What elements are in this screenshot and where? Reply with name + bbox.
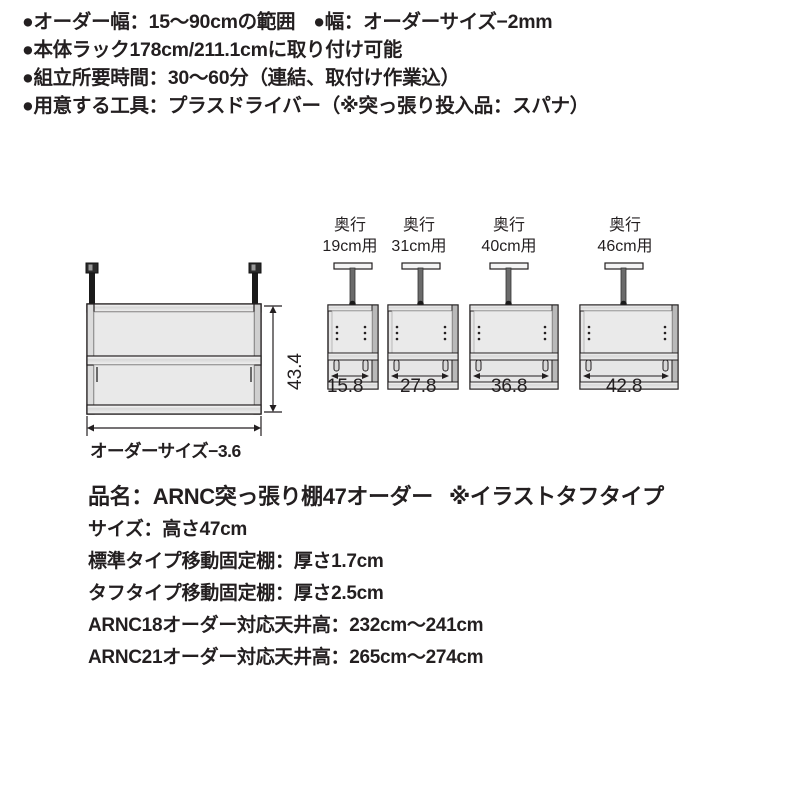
tension-pole-right [248,262,262,306]
depth-label-1-line2: 19cm用 [322,238,378,255]
description-line-size: サイズ：高さ47cm [88,519,248,540]
product-name: 品名：ARNC突っ張り棚47オーダー [88,484,433,509]
ceiling-brace-3 [489,262,529,308]
side-view-2-inner-value: 27.8 [400,376,437,397]
spec-bullet-list: ●オーダー幅：15〜90cmの範囲●幅：オーダーサイズ−2mm ●本体ラック17… [22,8,782,120]
depth-label-1: 奥行 19cm用 [305,215,395,257]
front-view-width-dimension [86,416,262,436]
spec-text: 本体ラック178cm/211.1cmに取り付け可能 [33,39,403,61]
side-view-drawing-1 [327,262,379,390]
description-line-arnc21: ARNC21オーダー対応天井高：265cm〜274cm [88,647,484,668]
description-line-arnc18: ARNC18オーダー対応天井高：232cm〜241cm [88,615,484,636]
depth-label-3: 奥行 40cm用 [464,215,554,257]
depth-label-2-line1: 奥行 [402,217,435,234]
side-view-4-inner-value: 42.8 [606,376,643,397]
product-description: 品名：ARNC突っ張り棚47オーダー※イラストタフタイプ サイズ：高さ47cm … [88,480,788,674]
side-view-drawing-2 [387,262,459,390]
ceiling-brace-2 [401,262,441,308]
product-note: ※イラストタフタイプ [448,484,664,509]
spec-bullet-row: ●本体ラック178cm/211.1cmに取り付け可能 [22,36,782,64]
depth-label-4-line2: 46cm用 [597,238,653,255]
side-cabinet-1 [327,304,379,390]
ceiling-brace-1 [333,262,373,308]
spec-text: 用意する工具：プラスドライバー（※突っ張り投入品：スパナ） [33,95,589,117]
depth-label-3-line1: 奥行 [492,217,525,234]
front-view-width-value: オーダーサイズ−3.6 [90,441,241,461]
tension-pole-left [85,262,99,306]
front-view-cabinet-body [86,303,262,415]
ceiling-brace-4 [604,262,644,308]
bullet-marker: ● [22,39,34,61]
bullet-marker: ● [22,95,34,117]
depth-label-1-line1: 奥行 [333,217,366,234]
side-cabinet-2 [387,304,459,390]
side-view-1-inner-value: 15.8 [327,376,364,397]
side-view-drawing-3 [469,262,559,390]
bullet-marker: ● [22,11,34,33]
spec-bullet-row: ●用意する工具：プラスドライバー（※突っ張り投入品：スパナ） [22,92,782,120]
description-line-tough-shelf: タフタイプ移動固定棚：厚さ2.5cm [88,583,384,604]
bullet-marker: ● [22,67,34,89]
front-view-drawing [85,262,282,436]
depth-label-3-line2: 40cm用 [481,238,537,255]
front-view-height-value: 43.4 [285,353,306,390]
product-name-row: 品名：ARNC突っ張り棚47オーダー ※イラストタフタイプ [88,480,788,514]
side-view-3-inner-value: 36.8 [491,376,528,397]
depth-label-2: 奥行 31cm用 [374,215,464,257]
spec-bullet-row: ●オーダー幅：15〜90cmの範囲●幅：オーダーサイズ−2mm [22,8,782,36]
spec-text-2: 幅：オーダーサイズ−2mm [324,11,553,33]
bullet-marker-2: ● [313,11,325,33]
front-view-height-dimension [264,305,282,413]
depth-label-2-line2: 31cm用 [391,238,447,255]
depth-label-4-line1: 奥行 [608,217,641,234]
side-view-drawing-4 [579,262,679,390]
spec-text: 組立所要時間：30〜60分（連結、取付け作業込） [33,67,460,89]
description-line-standard-shelf: 標準タイプ移動固定棚：厚さ1.7cm [88,551,384,572]
side-cabinet-3 [469,304,559,390]
spec-bullet-row: ●組立所要時間：30〜60分（連結、取付け作業込） [22,64,782,92]
side-cabinet-4 [579,304,679,390]
spec-text: オーダー幅：15〜90cmの範囲 [33,11,296,33]
product-diagram: 奥行 19cm用 奥行 31cm用 奥行 40cm用 奥行 46cm用 [0,200,800,470]
depth-label-4: 奥行 46cm用 [580,215,670,257]
